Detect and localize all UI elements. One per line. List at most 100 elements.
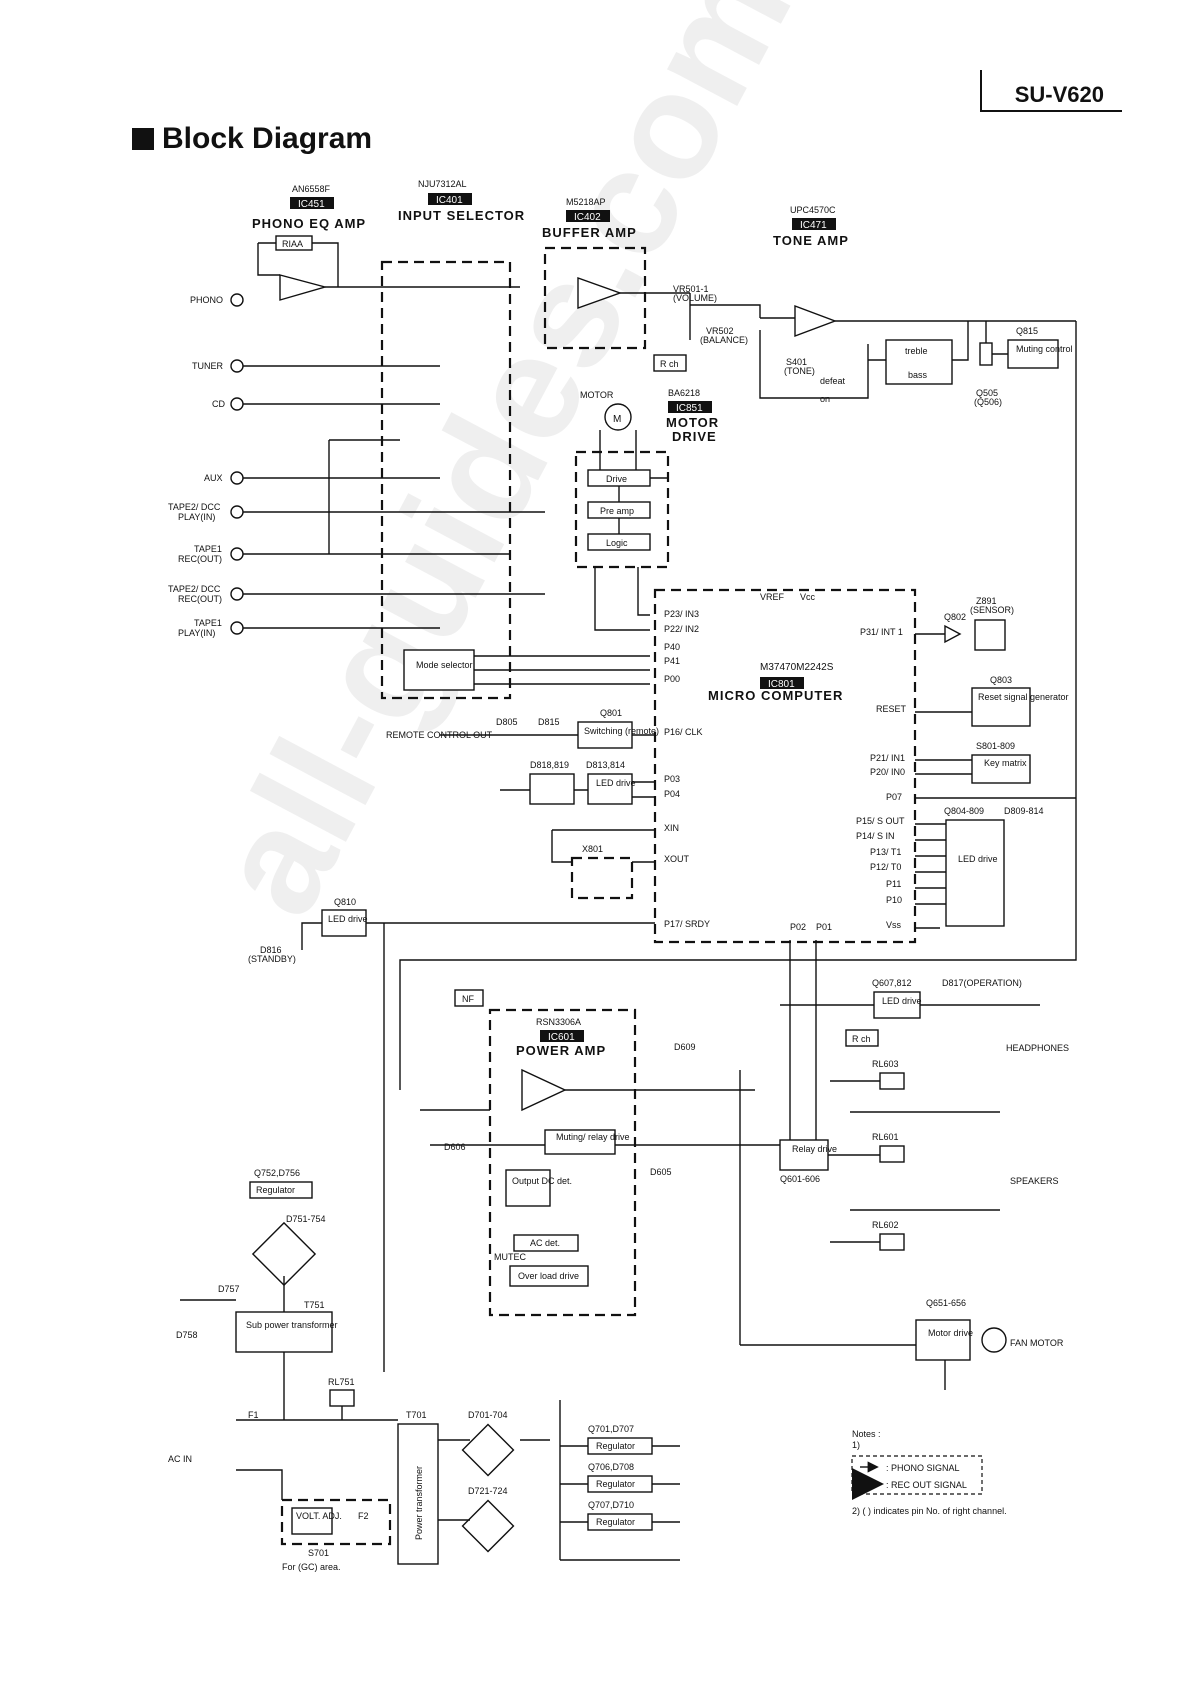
ic451-ref: IC451	[298, 199, 325, 210]
tuner-jack[interactable]	[230, 359, 244, 373]
tape1-rec-jack[interactable]	[230, 547, 244, 561]
tone-opamp	[794, 304, 837, 338]
treble-bass-box	[885, 339, 953, 385]
rl751-label: RL751	[328, 1377, 355, 1387]
ic801-part: M37470M2242S	[760, 662, 834, 673]
q506-label: (Q506)	[974, 397, 1002, 407]
pin-p40: P40	[664, 642, 680, 652]
over-load-box	[509, 1265, 589, 1287]
q701-label: Q701,D707	[588, 1424, 634, 1434]
tape2-rec-jack[interactable]	[230, 587, 244, 601]
ic601-ref: IC601	[548, 1032, 575, 1043]
volt-adj-outline	[280, 1498, 392, 1546]
rl751-coil	[329, 1389, 355, 1407]
mutec-label: MUTEC	[494, 1252, 526, 1262]
pin-p14: P14/ S IN	[856, 831, 895, 841]
phono-jack[interactable]	[230, 293, 244, 307]
logic-label: Logic	[606, 538, 628, 548]
input-tape2: TAPE2/ DCC	[168, 502, 221, 512]
muting-control-box	[1007, 339, 1059, 369]
ic471-name: TONE AMP	[773, 233, 849, 248]
ic801-name: MICRO COMPUTER	[708, 688, 843, 703]
volt-adj-box	[291, 1507, 333, 1535]
regulator-1-label: Regulator	[596, 1441, 635, 1451]
output-dc-label: Output DC det.	[512, 1176, 572, 1186]
defeat-label: defeat	[820, 376, 846, 386]
tape1-play-jack[interactable]	[230, 621, 244, 635]
q815-label: Q815	[1016, 326, 1038, 336]
ic401-outline	[380, 260, 512, 700]
muting-relay-label: Muting/ relay drive	[556, 1132, 630, 1142]
ic402-part: M5218AP	[566, 197, 606, 207]
q505-switch	[979, 342, 993, 366]
tape2-play-jack[interactable]	[230, 505, 244, 519]
q803-label: Q803	[990, 675, 1012, 685]
output-block: Q607,812 LED drive D817(OPERATION) R ch …	[739, 940, 1069, 1390]
ic402-ref: IC402	[574, 212, 601, 223]
cd-jack[interactable]	[230, 397, 244, 411]
relay-drive-label: Relay drive	[792, 1144, 837, 1154]
pin-p01: P01	[816, 922, 832, 932]
ac-det-label: AC det.	[530, 1238, 560, 1248]
ic402-name: BUFFER AMP	[542, 225, 637, 240]
ic601-outline	[488, 1008, 637, 1317]
fan-motor-icon	[981, 1327, 1007, 1353]
notes-rec: : REC OUT SIGNAL	[886, 1480, 967, 1490]
notes-heading: Notes :	[852, 1429, 881, 1439]
micro-left-pins: P23/ IN3 P22/ IN2 P40 P41 P00 P16/ CLK P…	[664, 609, 710, 929]
input-tape2b: TAPE2/ DCC	[168, 584, 221, 594]
led-drive-left-label: LED drive	[596, 778, 636, 788]
ic471-block: UPC4570C IC471 TONE AMP S401 (TONE) defe…	[399, 205, 1077, 1090]
aux-jack[interactable]	[230, 471, 244, 485]
riaa-label: RIAA	[282, 239, 303, 249]
d751-label: D751-754	[286, 1214, 326, 1224]
q607-label: Q607,812	[872, 978, 912, 988]
q505-label: Q505	[976, 388, 998, 398]
pin-p11: P11	[886, 879, 901, 889]
q607-box	[873, 991, 921, 1019]
x801-box	[570, 856, 634, 900]
q804-label: Q804-809	[944, 806, 984, 816]
input-tuner: TUNER	[192, 361, 223, 371]
input-tape1-play: PLAY(IN)	[178, 628, 215, 638]
treble-label: treble	[905, 346, 928, 356]
headphones-label: HEADPHONES	[1006, 1043, 1069, 1053]
pin-vref: VREF	[760, 592, 785, 602]
led-drive-left-box	[587, 773, 633, 805]
q651-label: Q651-656	[926, 1298, 966, 1308]
rch-bottom: R ch	[852, 1034, 871, 1044]
led-drive-right-box	[945, 819, 1005, 927]
x801-label: X801	[582, 844, 603, 854]
d701-label: D701-704	[468, 1410, 508, 1420]
tone-label: (TONE)	[784, 366, 815, 376]
rl601-label: RL601	[872, 1132, 899, 1142]
regulator-3-label: Regulator	[596, 1517, 635, 1527]
switching-label: Switching (remote)	[584, 726, 659, 736]
drive-label: Drive	[606, 474, 627, 484]
standby-block: Q810 LED drive D816 (STANDBY)	[248, 897, 655, 1372]
ic451-part: AN6558F	[292, 184, 331, 194]
bridge-top	[251, 1221, 317, 1287]
ic401-name: INPUT SELECTOR	[398, 208, 525, 223]
ac-in-label: AC IN	[168, 1454, 192, 1464]
q801-label: Q801	[600, 708, 622, 718]
input-tape1: TAPE1	[194, 544, 222, 554]
ic402-badge: IC402	[566, 210, 610, 223]
sensor-box	[974, 619, 1006, 651]
ic451-name: PHONO EQ AMP	[252, 216, 366, 231]
ic402-block: M5218AP IC402 BUFFER AMP	[542, 197, 690, 350]
rl603-label: RL603	[872, 1059, 899, 1069]
t701-label: T701	[406, 1410, 427, 1420]
notes-n2: 2) ( ) indicates pin No. of right channe…	[852, 1506, 1007, 1516]
d816-label: D816	[260, 945, 282, 955]
for-gc-label: For (GC) area.	[282, 1562, 341, 1572]
pin-p17: P17/ SRDY	[664, 919, 710, 929]
motor-label: MOTOR	[580, 390, 614, 400]
ic471-badge: IC471	[792, 218, 836, 231]
d818-label: D818,819	[530, 760, 569, 770]
reset-gen-label: Reset signal generator	[978, 692, 1069, 702]
nf-label: NF	[462, 994, 474, 1004]
pin-p12: P12/ T0	[870, 862, 901, 872]
pin-xout: XOUT	[664, 854, 690, 864]
